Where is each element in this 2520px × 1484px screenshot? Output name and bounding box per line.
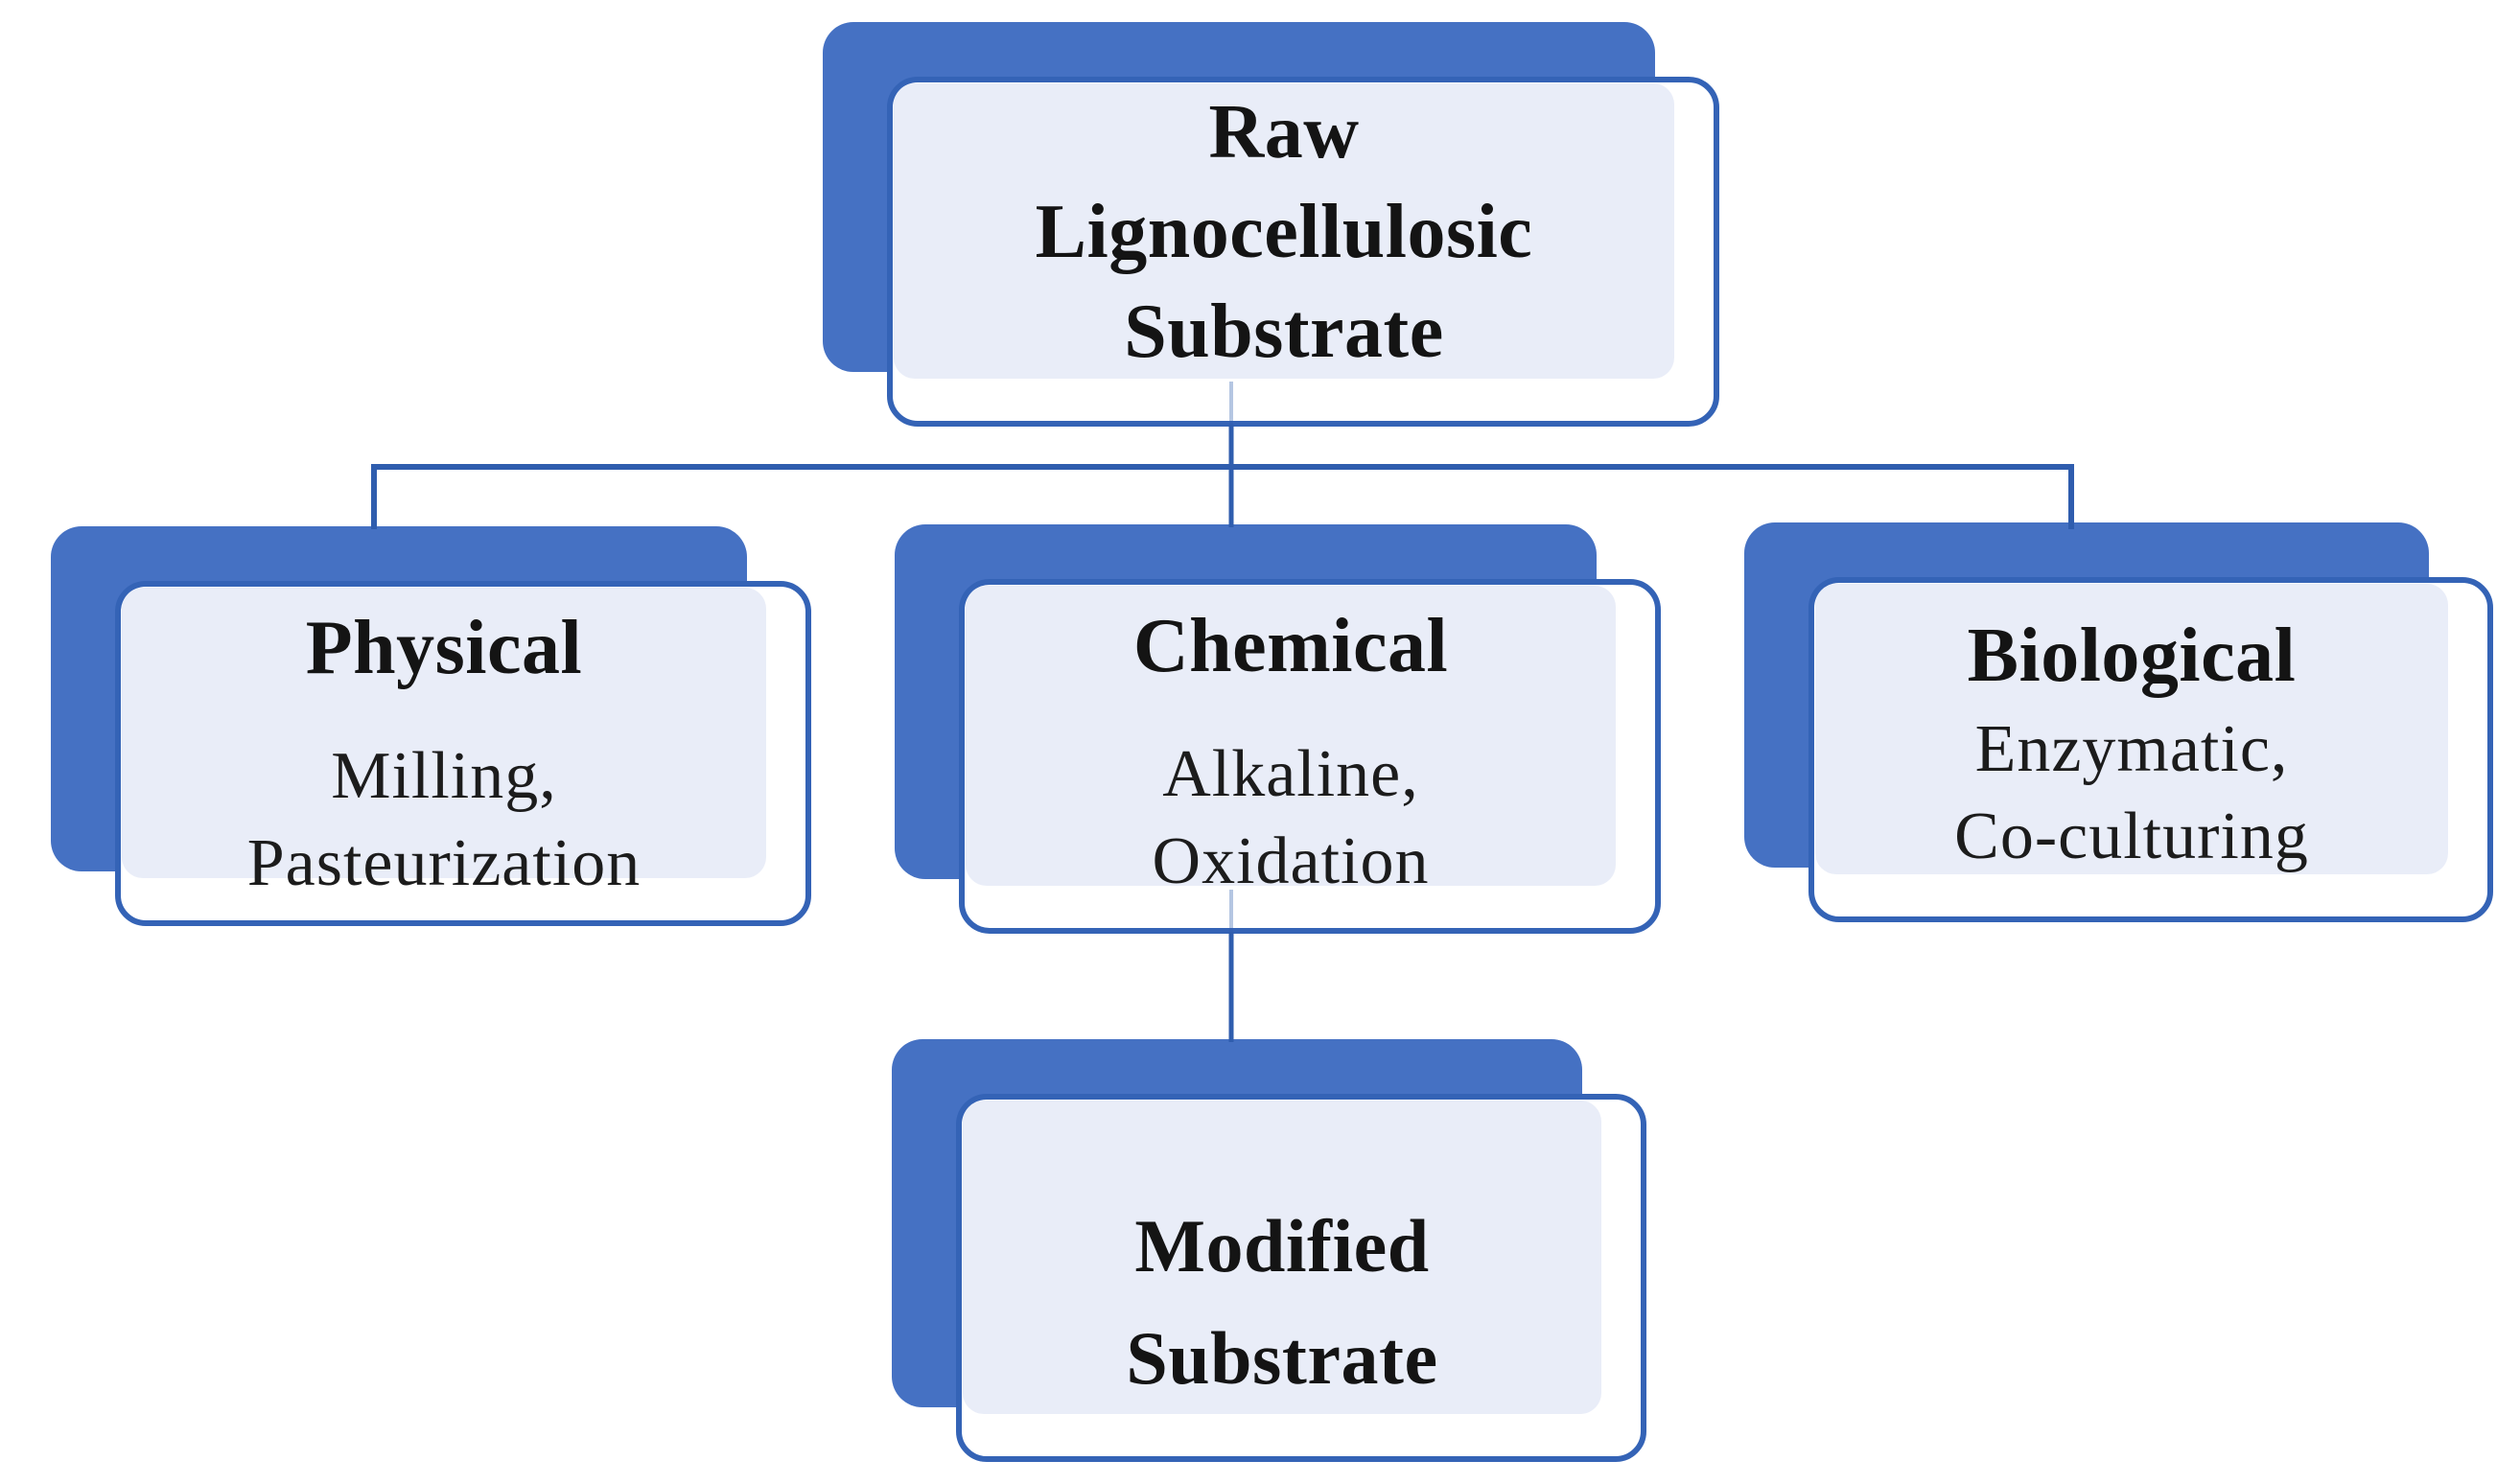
node-front-panel: Raw Lignocellulosic Substrate <box>887 77 1719 427</box>
node-item: Pasteurization <box>246 826 642 900</box>
node-fill-panel <box>963 1101 1601 1414</box>
node-text-line: Lignocellulosic <box>1035 189 1533 274</box>
node-fill-panel <box>894 83 1674 379</box>
node-title: Physical <box>305 606 583 690</box>
node-text-line: Substrate <box>1124 289 1444 374</box>
node-item: Co-culturing <box>1954 800 2309 873</box>
node-item: Milling, <box>331 739 557 813</box>
node-item: Alkaline, <box>1162 737 1419 811</box>
node-item: Enzymatic, <box>1974 712 2289 786</box>
node-front-panel: Modified Substrate <box>956 1094 1646 1462</box>
node-front-panel: Biological Enzymatic, Co-culturing <box>1808 577 2493 922</box>
node-fill-panel <box>966 586 1616 886</box>
node-fill-panel <box>122 588 766 878</box>
node-chemical: Chemical Alkaline, Oxidation <box>895 524 1661 934</box>
node-fill-panel <box>1815 584 2448 874</box>
node-raw-lignocellulosic-substrate: Raw Lignocellulosic Substrate <box>823 22 1719 427</box>
node-title: Biological <box>1967 614 2297 698</box>
node-physical: Physical Milling, Pasteurization <box>51 526 811 926</box>
node-modified-substrate: Modified Substrate <box>892 1039 1646 1462</box>
node-text-line: Raw <box>1208 89 1360 174</box>
node-biological: Biological Enzymatic, Co-culturing <box>1744 522 2493 922</box>
node-front-panel: Physical Milling, Pasteurization <box>115 581 811 926</box>
node-item: Oxidation <box>1152 824 1430 898</box>
node-text-line: Modified <box>1134 1204 1430 1287</box>
node-text-line: Substrate <box>1126 1316 1438 1400</box>
node-front-panel: Chemical Alkaline, Oxidation <box>959 579 1661 934</box>
node-title: Chemical <box>1132 604 1449 688</box>
